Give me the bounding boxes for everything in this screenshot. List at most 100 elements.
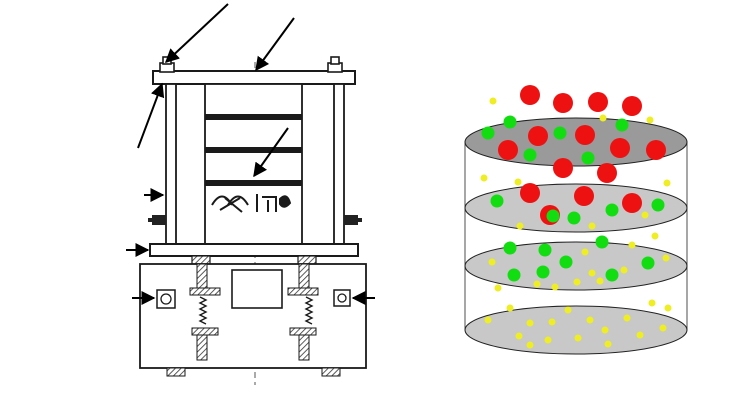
large-particle xyxy=(610,138,630,158)
small-particle xyxy=(641,211,649,219)
small-particle xyxy=(573,278,581,286)
top-left-nut-icon xyxy=(159,56,175,73)
small-particle xyxy=(628,241,636,249)
small-particle xyxy=(604,340,612,348)
left-spring xyxy=(198,296,208,325)
tray-lower-middle xyxy=(464,241,688,291)
medium-particle xyxy=(641,256,655,270)
small-particle xyxy=(574,334,582,342)
small-particle xyxy=(484,316,492,324)
small-particle xyxy=(533,280,541,288)
right-mid-plate xyxy=(287,287,319,296)
small-particle xyxy=(636,331,644,339)
large-particle xyxy=(597,163,617,183)
small-particle xyxy=(564,306,572,314)
base-plate xyxy=(149,243,359,257)
small-particle xyxy=(544,336,552,344)
large-particle xyxy=(622,193,642,213)
top-clamp-bar xyxy=(152,70,356,85)
right-upper-support xyxy=(297,255,317,265)
large-particle xyxy=(574,186,594,206)
small-particle xyxy=(581,248,589,256)
right-hatch-column-top xyxy=(298,263,310,289)
left-wing-nut-icon xyxy=(148,215,166,225)
medium-particle xyxy=(503,115,517,129)
small-particle xyxy=(588,222,596,230)
small-particle xyxy=(623,314,631,322)
top-right-nut-icon xyxy=(327,56,343,73)
left-mid-plate xyxy=(189,287,221,296)
small-particle xyxy=(599,114,607,122)
left-hatch-column-top xyxy=(196,263,208,289)
small-particle xyxy=(586,316,594,324)
medium-particle xyxy=(538,243,552,257)
medium-particle xyxy=(615,118,629,132)
sieve-screen-3 xyxy=(205,180,302,186)
sieve-screen-2 xyxy=(205,147,302,153)
small-particle xyxy=(514,178,522,186)
sieve-stack-body xyxy=(204,83,303,245)
small-particle xyxy=(551,283,559,291)
left-post xyxy=(165,83,177,245)
large-particle xyxy=(520,183,540,203)
particles xyxy=(480,85,672,349)
medium-particle xyxy=(651,198,665,212)
medium-particle xyxy=(605,268,619,282)
right-wing-nut-icon xyxy=(344,215,362,225)
right-post xyxy=(333,83,345,245)
arrow-clamp-post xyxy=(137,82,165,149)
left-port-icon xyxy=(156,289,176,309)
small-particle xyxy=(526,341,534,349)
small-particle xyxy=(659,324,667,332)
large-particle xyxy=(528,126,548,146)
sieve-shaker-schematic xyxy=(126,3,375,385)
left-lower-plate xyxy=(191,327,219,336)
medium-particle xyxy=(581,151,595,165)
tray-top xyxy=(464,117,688,167)
medium-particle xyxy=(595,235,609,249)
medium-particle xyxy=(605,203,619,217)
medium-particle xyxy=(481,126,495,140)
arrow-top-bar xyxy=(255,17,295,72)
large-particle xyxy=(646,140,666,160)
medium-particle xyxy=(503,241,517,255)
small-particle xyxy=(488,258,496,266)
tray-bottom xyxy=(464,305,688,355)
arrow-sieve xyxy=(253,127,289,178)
large-particle xyxy=(520,85,540,105)
small-particle xyxy=(506,304,514,312)
small-particle xyxy=(494,284,502,292)
large-particle xyxy=(553,93,573,113)
large-particle xyxy=(622,96,642,116)
small-particle xyxy=(526,319,534,327)
large-particle xyxy=(588,92,608,112)
medium-particle xyxy=(553,126,567,140)
large-particle xyxy=(553,158,573,178)
small-particle xyxy=(662,254,670,262)
small-particle xyxy=(480,174,488,182)
medium-particle xyxy=(490,194,504,208)
left-lower-column xyxy=(196,334,208,361)
left-foot xyxy=(166,367,186,377)
medium-particle xyxy=(559,255,573,269)
arrow-top-nut xyxy=(164,3,229,63)
small-particle xyxy=(489,97,497,105)
large-particle xyxy=(498,140,518,160)
medium-particle xyxy=(536,265,550,279)
small-particle xyxy=(516,222,524,230)
medium-particle xyxy=(523,148,537,162)
small-particle xyxy=(601,326,609,334)
manufacturer-logo-icon xyxy=(211,194,292,213)
small-particle xyxy=(515,332,523,340)
medium-particle xyxy=(546,209,560,223)
sieve-screens xyxy=(205,114,302,186)
medium-particle xyxy=(567,211,581,225)
right-port-icon xyxy=(333,289,351,307)
particle-separation-illustration xyxy=(464,85,688,355)
right-foot xyxy=(321,367,341,377)
small-particle xyxy=(646,116,654,124)
small-particle xyxy=(588,269,596,277)
small-particle xyxy=(648,299,656,307)
